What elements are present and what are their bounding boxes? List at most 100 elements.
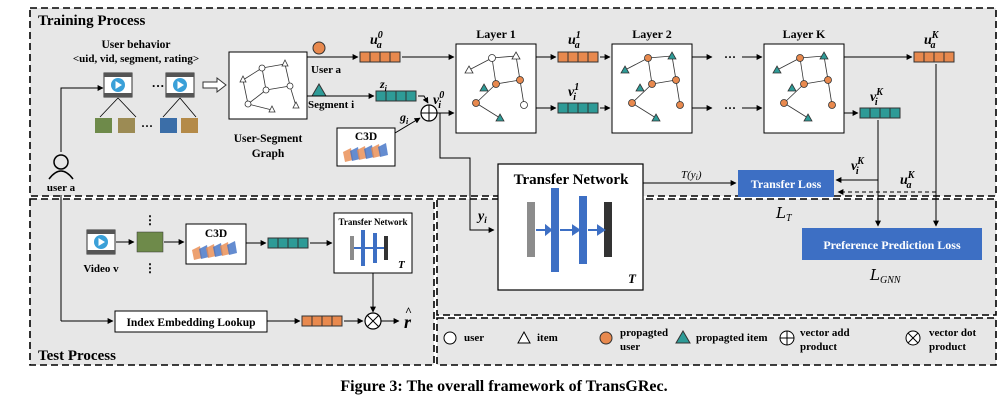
video-icon bbox=[103, 72, 133, 98]
preference-loss-box bbox=[802, 228, 982, 260]
legend-prop-user-2: user bbox=[620, 341, 640, 353]
test-T-label: T bbox=[398, 259, 406, 271]
segment-embedding-z bbox=[375, 90, 417, 102]
test-transfer-network-label: Transfer Network bbox=[339, 217, 408, 227]
vdots-bottom: ⋮ bbox=[144, 261, 156, 275]
layer1-label: Layer 1 bbox=[476, 27, 515, 41]
test-c3d-glyph bbox=[192, 241, 237, 260]
user-embedding-uK bbox=[913, 51, 955, 63]
legend-prop-user-symbol bbox=[599, 331, 613, 345]
test-c3d-label: C3D bbox=[205, 228, 227, 240]
legend-prop-user-1: propagted bbox=[620, 327, 668, 339]
arrow-user-to-video bbox=[60, 85, 104, 152]
z-i-label: zi bbox=[379, 77, 388, 93]
c3d-label: C3D bbox=[355, 131, 377, 143]
dots-1: ··· bbox=[151, 78, 164, 93]
test-title: Test Process bbox=[38, 348, 116, 364]
test-user-embedding bbox=[301, 315, 343, 327]
dots-layers-top: ··· bbox=[724, 50, 736, 64]
user-a-node-label: User a bbox=[311, 64, 342, 76]
user-embedding-u1 bbox=[557, 51, 599, 63]
arrow-v0-to-transfer bbox=[439, 113, 495, 233]
legend-dot-symbol bbox=[905, 330, 921, 346]
video-frames bbox=[95, 118, 198, 133]
transfer-network-layers bbox=[527, 188, 612, 272]
tuple-label: <uid, vid, segment, rating> bbox=[73, 53, 199, 65]
user-behavior-label: User behavior bbox=[101, 39, 170, 51]
user-icon bbox=[48, 154, 74, 180]
user-a-node bbox=[312, 41, 326, 55]
transfer-network-box bbox=[497, 163, 644, 291]
dots-layers-bottom: ··· bbox=[724, 101, 736, 115]
mini-graph bbox=[239, 59, 300, 113]
layer2-box bbox=[611, 43, 693, 134]
L-GNN-label: LGNN bbox=[869, 266, 902, 286]
legend-add-symbol bbox=[779, 330, 795, 346]
video-v-label: Video v bbox=[83, 263, 119, 275]
arrow-c3d-to-add bbox=[394, 117, 421, 134]
T-of-y-label: T(yi) bbox=[681, 169, 702, 182]
lookup-label: Index Embedding Lookup bbox=[126, 317, 255, 329]
connector bbox=[162, 97, 181, 118]
user-embedding-u0 bbox=[359, 51, 401, 63]
layer1-graph bbox=[464, 51, 528, 122]
legend-user: user bbox=[464, 332, 484, 344]
L-T-label: LT bbox=[775, 204, 793, 224]
training-title: Training Process bbox=[38, 13, 146, 29]
connector bbox=[117, 97, 137, 118]
item-embedding-vK bbox=[859, 107, 901, 119]
vector-add-op bbox=[420, 104, 438, 122]
transfer-loss-label: Transfer Loss bbox=[751, 177, 822, 191]
r-hat-label: r bbox=[404, 312, 412, 332]
hollow-arrow bbox=[202, 76, 227, 94]
vdots-top: ⋮ bbox=[144, 213, 156, 227]
layerK-graph bbox=[772, 51, 836, 122]
layerK-label: Layer K bbox=[783, 27, 826, 41]
test-frame bbox=[136, 231, 164, 253]
graph-label-1: User-Segment bbox=[234, 133, 303, 145]
graph-label-2: Graph bbox=[252, 148, 285, 160]
layer2-graph bbox=[620, 51, 684, 122]
connector bbox=[179, 97, 197, 118]
legend-dot-2: product bbox=[929, 341, 966, 353]
legend-item-symbol bbox=[517, 330, 531, 344]
g-i-label: gi bbox=[399, 110, 409, 126]
transfer-loss-box bbox=[738, 170, 834, 197]
layerK-box bbox=[763, 43, 845, 134]
legend-prop-item: propagted item bbox=[696, 332, 768, 344]
legend-panel bbox=[436, 317, 997, 366]
user-a-label: user a bbox=[47, 182, 76, 194]
legend-add-2: product bbox=[800, 341, 837, 353]
y-i-label: yi bbox=[476, 209, 487, 225]
video-icon bbox=[165, 72, 195, 98]
legend-dot-1: vector dot bbox=[929, 327, 976, 339]
connector bbox=[99, 97, 119, 118]
legend-item: item bbox=[537, 332, 558, 344]
dots-2: ··· bbox=[141, 119, 153, 133]
test-video-icon bbox=[86, 229, 116, 255]
figure-caption: Figure 3: The overall framework of Trans… bbox=[340, 378, 667, 395]
segment-i-label: Segment i bbox=[308, 99, 354, 111]
legend-prop-item-symbol bbox=[675, 330, 691, 344]
vector-dot-op bbox=[364, 312, 382, 330]
arrow-z-to-add bbox=[418, 95, 429, 104]
layer1-box bbox=[455, 43, 537, 134]
layer2-label: Layer 2 bbox=[632, 27, 671, 41]
preference-loss-label: Preference Prediction Loss bbox=[823, 238, 961, 252]
c3d-glyph bbox=[343, 143, 388, 162]
hat-mark: ^ bbox=[405, 304, 412, 318]
test-transfer-layers bbox=[350, 230, 388, 266]
legend-add-1: vector add bbox=[800, 327, 850, 339]
transfer-T-label: T bbox=[628, 271, 637, 286]
legend-user-symbol bbox=[443, 331, 457, 345]
test-item-embedding bbox=[267, 237, 309, 249]
